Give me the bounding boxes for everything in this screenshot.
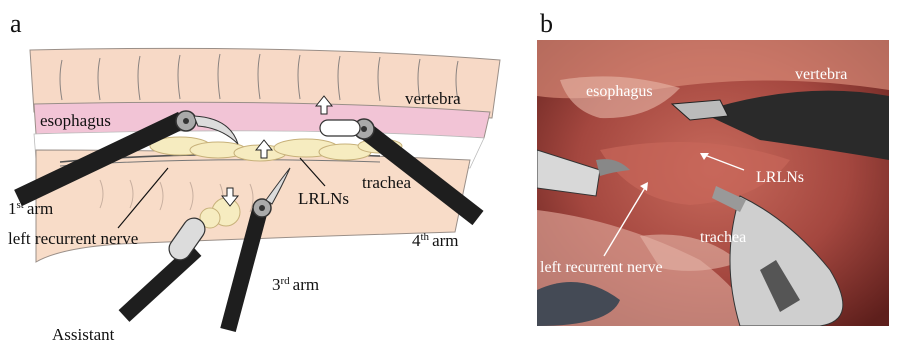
label-esophagus-a: esophagus <box>40 111 111 130</box>
panel-b: b esophagus vertebra LRL <box>537 9 889 326</box>
panel-a-letter: a <box>10 9 22 38</box>
label-lrlns-a: LRLNs <box>298 189 349 208</box>
label-vertebra-a: vertebra <box>405 89 461 108</box>
label-left-recurrent-nerve-a: left recurrent nerve <box>8 229 138 248</box>
label-trachea-a: trachea <box>362 173 412 192</box>
label-left-recurrent-nerve-b: left recurrent nerve <box>540 259 663 276</box>
label-vertebra-b: vertebra <box>795 66 847 83</box>
label-esophagus-b: esophagus <box>586 83 653 100</box>
panel-a: a <box>8 9 500 344</box>
label-trachea-b: trachea <box>700 229 746 246</box>
panel-b-letter: b <box>540 9 553 38</box>
label-assistant: Assistant <box>52 325 115 344</box>
label-lrlns-b: LRLNs <box>756 169 804 186</box>
